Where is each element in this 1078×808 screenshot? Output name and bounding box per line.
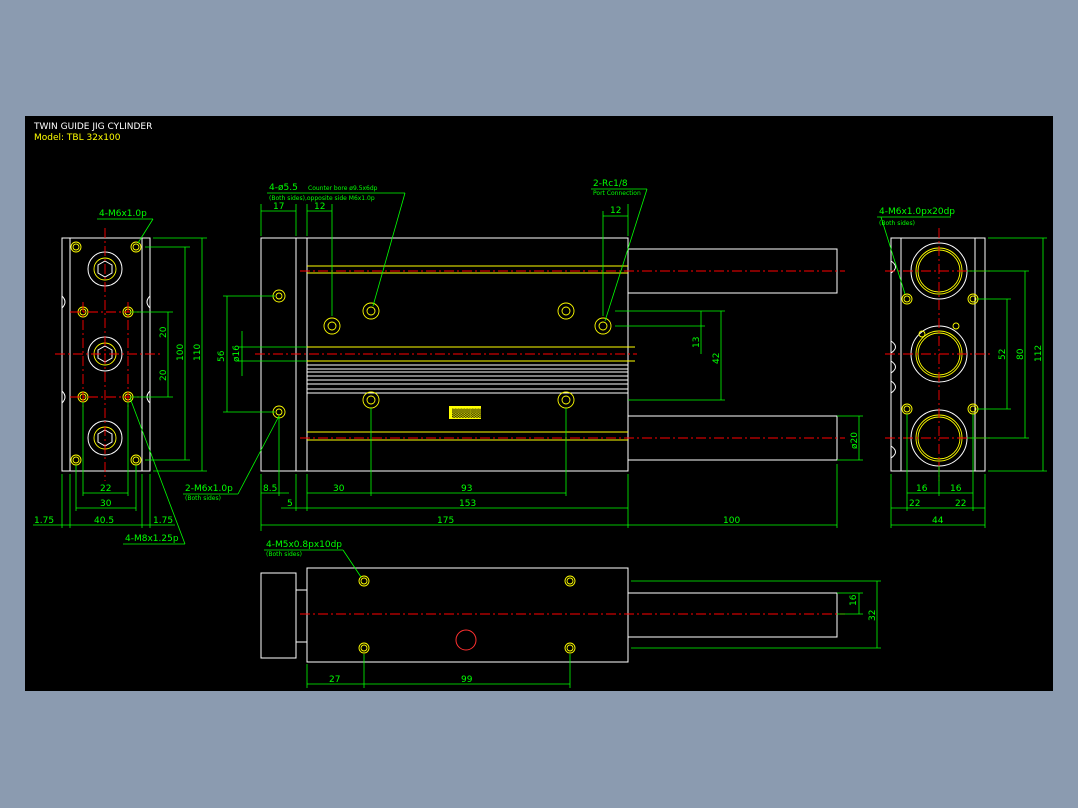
dim-right-44: 44 (932, 516, 944, 526)
dim-front-12b: 12 (610, 206, 621, 216)
dim-left-100: 100 (176, 344, 186, 361)
dim-bottom-27: 27 (329, 675, 340, 685)
dim-bottom-32: 32 (868, 610, 878, 621)
dim-front-8-5: 8.5 (263, 484, 277, 494)
dim-front-153: 153 (459, 499, 476, 509)
drawing-canvas: TWIN GUIDE JIG CYLINDER Model: TBL 32x10… (25, 116, 1053, 691)
dim-left-20b: 20 (159, 369, 169, 381)
callout-front-note: (Both sides),opposite side M6x1.0p (269, 195, 375, 202)
dim-front-100: 100 (723, 516, 740, 526)
dim-front-13: 13 (692, 337, 702, 348)
callout-left-bottom: 4-M8x1.25p (125, 534, 179, 544)
callout-front-port: 2-Rc1/8 (593, 179, 628, 189)
dim-front-42: 42 (712, 353, 722, 364)
drawing-model: Model: TBL 32x100 (34, 133, 121, 143)
right-view-dimensions: 4-M6x1.0px20dp (Both sides) 52 80 112 16… (877, 207, 1047, 528)
bottom-view (260, 567, 845, 663)
dim-left-1-75a: 1.75 (34, 516, 54, 526)
left-view-dimensions: 20 20 100 110 22 30 40.5 1.75 1.75 4-M6x… (33, 209, 207, 545)
dim-right-112: 112 (1034, 345, 1044, 362)
dim-bottom-99: 99 (461, 675, 473, 685)
dim-left-1-75b: 1.75 (153, 516, 173, 526)
dim-right-16a: 16 (916, 484, 928, 494)
callout-front-side-note: (Both sides) (185, 495, 221, 502)
dim-bottom-16: 16 (849, 594, 859, 606)
name-plate (449, 406, 481, 419)
callout-front-side: 2-M6x1.0p (185, 484, 233, 494)
front-view: ▒▒▒▒▒ (255, 237, 845, 472)
bottom-port (455, 629, 477, 651)
callout-front-holes: 4-ø5.5 (269, 183, 298, 193)
dim-left-20a: 20 (159, 326, 169, 338)
callout-right-note: (Both sides) (879, 220, 915, 227)
callout-front-cb: Counter bore ø9.5x6dp (308, 185, 378, 192)
callout-bottom-note: (Both sides) (266, 551, 302, 558)
drawing-title: TWIN GUIDE JIG CYLINDER (33, 122, 152, 132)
callout-front-port-note: Port Connection (593, 190, 641, 197)
dim-right-80: 80 (1016, 348, 1026, 360)
dim-right-22a: 22 (909, 499, 920, 509)
dim-right-16b: 16 (950, 484, 962, 494)
threaded-holes-left (70, 241, 142, 466)
callout-bottom: 4-M5x0.8px10dp (266, 540, 342, 550)
front-view-dimensions: 17 12 12 4-ø5.5 Counter bore ø9.5x6dp (B… (183, 179, 863, 531)
callout-left-top: 4-M6x1.0p (99, 209, 147, 219)
dim-front-56: 56 (217, 350, 227, 362)
dim-left-30: 30 (100, 499, 112, 509)
dim-front-30: 30 (333, 484, 345, 494)
left-end-view (55, 228, 160, 481)
dim-right-52: 52 (998, 349, 1008, 360)
dim-left-22: 22 (100, 484, 111, 494)
dim-front-93: 93 (461, 484, 472, 494)
dim-front-12a: 12 (314, 202, 325, 212)
dim-left-110: 110 (193, 344, 203, 361)
dim-front-d20: ø20 (850, 432, 860, 449)
dim-front-d16: ø16 (232, 345, 242, 362)
dim-front-17: 17 (273, 202, 284, 212)
dim-right-22b: 22 (955, 499, 966, 509)
cad-drawing: TWIN GUIDE JIG CYLINDER Model: TBL 32x10… (33, 122, 1047, 688)
dim-left-40-5: 40.5 (94, 516, 114, 526)
dim-front-5: 5 (287, 499, 293, 509)
bottom-view-dimensions: 4-M5x0.8px10dp (Both sides) 16 32 27 99 (264, 540, 881, 688)
callout-right: 4-M6x1.0px20dp (879, 207, 955, 217)
name-plate-text: ▒▒▒▒▒ (452, 408, 484, 418)
right-end-view (885, 228, 993, 481)
dim-front-175: 175 (437, 516, 454, 526)
